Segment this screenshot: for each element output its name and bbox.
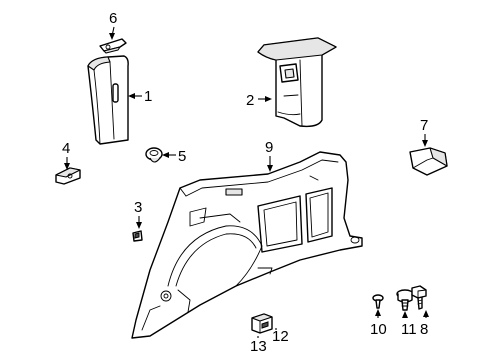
- callout-13-label: 13: [250, 338, 267, 355]
- part-1-pillar-trim: [87, 55, 129, 145]
- callout-2: 2: [246, 92, 272, 109]
- callout-7: 4: [62, 140, 70, 170]
- callout-6: 6: [109, 10, 117, 40]
- callout-11-label: 8: [420, 321, 428, 338]
- callout-10: 10: [370, 309, 387, 338]
- part-12-13-clip: [251, 313, 273, 334]
- part-2-upper-trim-panel: [257, 37, 337, 128]
- callout-8: 7: [420, 117, 428, 147]
- part-5-push-pin: [145, 147, 163, 163]
- callout-6-label: 6: [109, 10, 117, 27]
- callout-13: 13: [250, 336, 267, 355]
- callout-5: 5: [162, 148, 186, 165]
- part-4-retainer: [132, 230, 143, 242]
- callout-1: 1: [128, 88, 152, 105]
- callout-4-label: 3: [134, 199, 142, 216]
- callout-7-label: 4: [62, 140, 70, 157]
- part-6-clip: [99, 38, 127, 54]
- callout-9: 11: [401, 311, 417, 338]
- callout-8-label: 7: [420, 117, 428, 134]
- callout-4: 3: [134, 199, 142, 229]
- callout-3: 9: [265, 139, 273, 172]
- callout-1-label: 1: [144, 88, 152, 105]
- part-10-push-clip: [372, 294, 384, 309]
- callout-5-label: 5: [178, 148, 186, 165]
- part-3-quarter-trim-panel: [131, 151, 363, 339]
- part-8-cap: [409, 147, 448, 176]
- callout-12-label: 12: [272, 328, 289, 345]
- callout-11: 8: [420, 310, 429, 338]
- callout-10-label: 10: [370, 321, 387, 338]
- callout-3-label: 9: [265, 139, 273, 156]
- callout-2-label: 2: [246, 92, 254, 109]
- part-9-bolt: [396, 289, 414, 311]
- callout-9-label: 11: [401, 321, 417, 338]
- part-11-screw: [411, 285, 427, 310]
- part-7-cover: [55, 167, 81, 185]
- callout-12: 12: [272, 328, 289, 345]
